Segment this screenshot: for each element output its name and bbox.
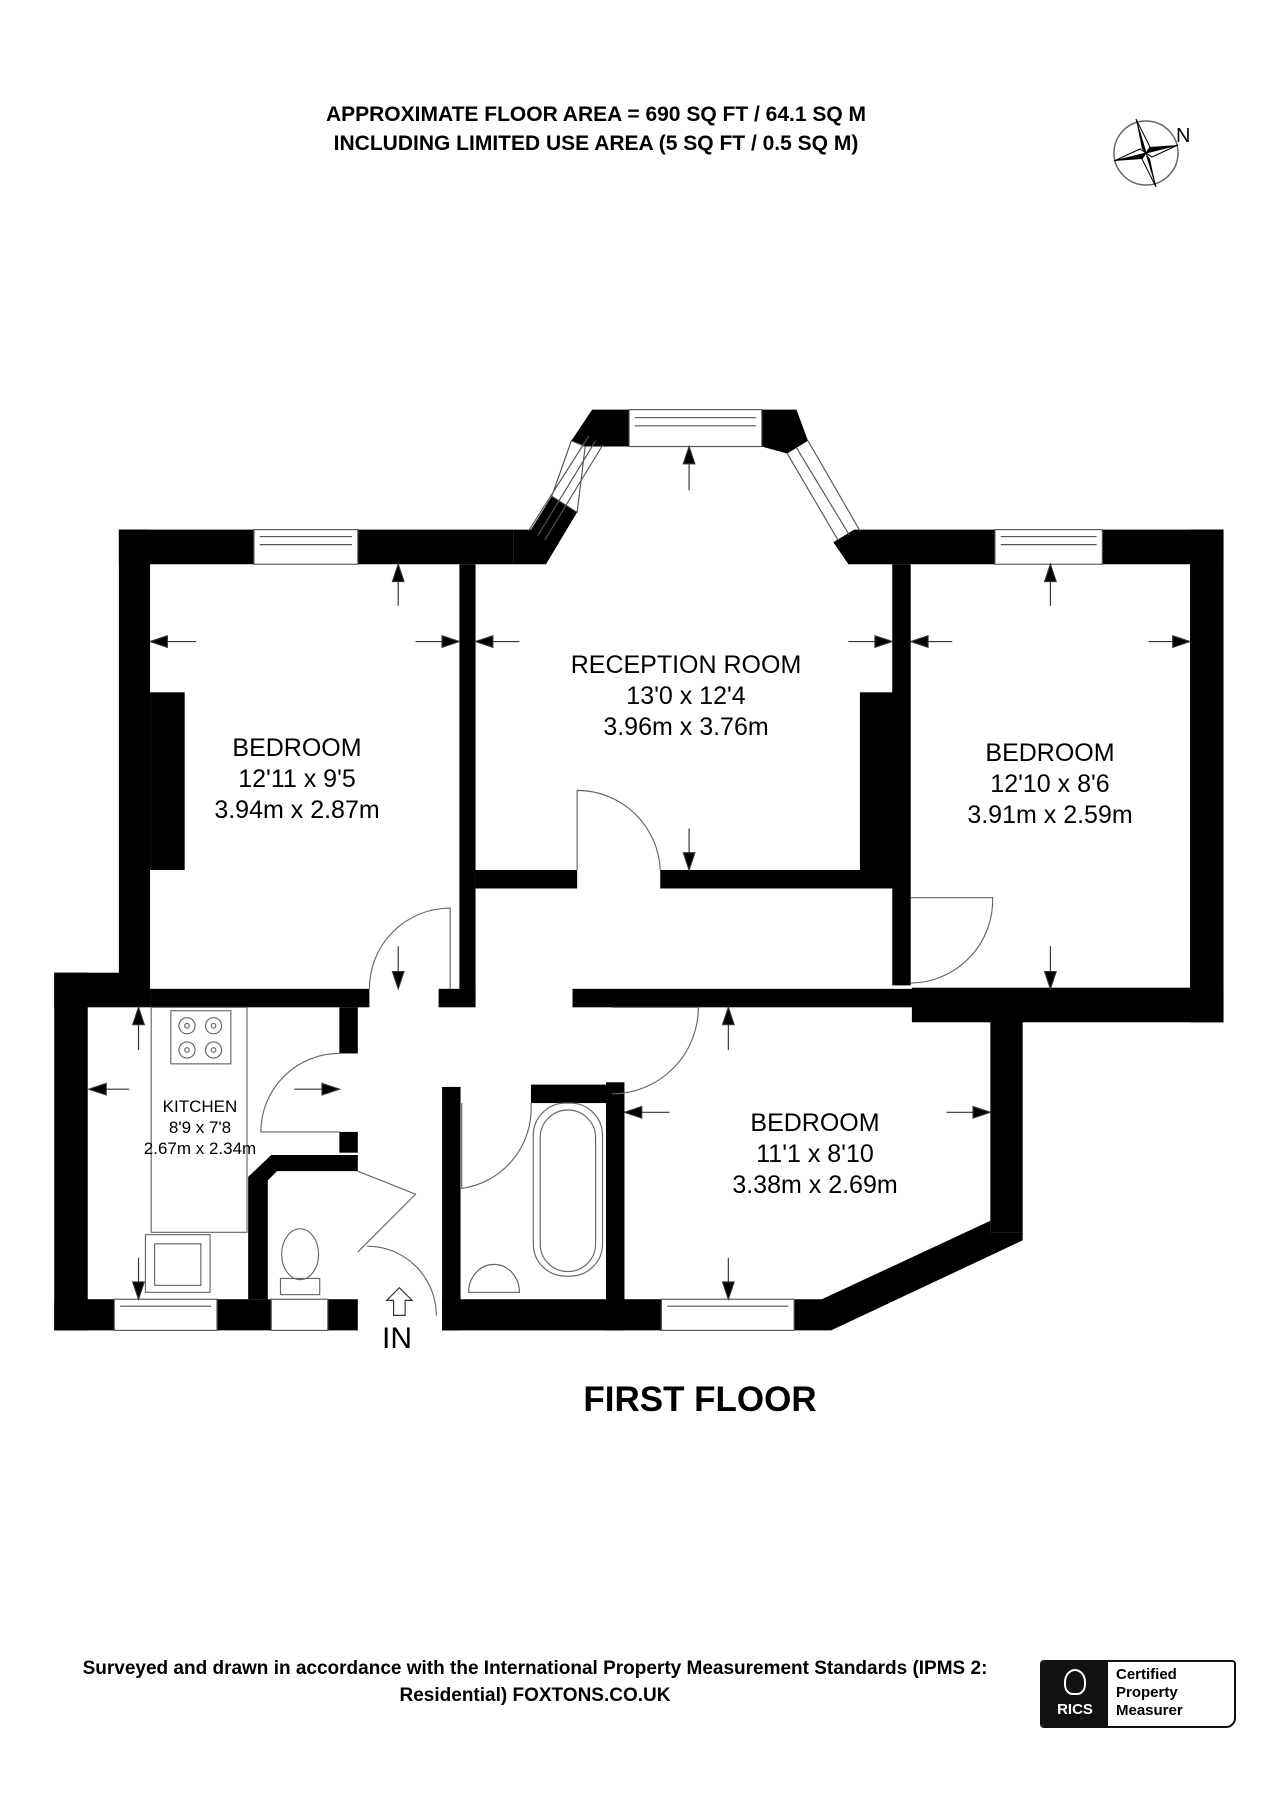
windows bbox=[113, 409, 1103, 1331]
entrance-arrow-icon bbox=[385, 1286, 414, 1316]
room-size-metric: 3.91m x 2.59m bbox=[967, 801, 1133, 829]
badge-line-1: Certified bbox=[1116, 1666, 1177, 1683]
dimension-arrows bbox=[87, 444, 1192, 1302]
room-size-imperial: 11'1 x 8'10 bbox=[756, 1140, 874, 1168]
room-name: BEDROOM bbox=[750, 1109, 880, 1137]
entrance-label: IN bbox=[382, 1322, 412, 1355]
floor-title: FIRST FLOOR bbox=[583, 1380, 817, 1419]
rics-org-label: RICS bbox=[1057, 1701, 1093, 1718]
fixtures bbox=[144, 1006, 604, 1296]
room-label-bedroom-3: BEDROOM 11'1 x 8'10 3.38m x 2.69m bbox=[732, 1108, 897, 1201]
badge-line-2: Property bbox=[1116, 1684, 1178, 1701]
room-size-metric: 3.94m x 2.87m bbox=[214, 796, 380, 824]
room-name: BEDROOM bbox=[232, 734, 362, 762]
rics-logo: RICS bbox=[1042, 1662, 1108, 1726]
rics-certified-badge: RICS Certified Property Measurer bbox=[1040, 1660, 1236, 1728]
room-size-metric: 3.96m x 3.76m bbox=[603, 713, 769, 741]
lion-icon bbox=[1064, 1669, 1086, 1695]
room-size-imperial: 12'11 x 9'5 bbox=[238, 765, 356, 793]
room-name: RECEPTION ROOM bbox=[570, 651, 802, 679]
north-label: N bbox=[1176, 125, 1191, 147]
room-size-metric: 3.38m x 2.69m bbox=[732, 1171, 898, 1199]
door-swings bbox=[260, 789, 994, 1316]
room-name: KITCHEN bbox=[162, 1097, 238, 1116]
survey-footer-text: Surveyed and drawn in accordance with th… bbox=[82, 1658, 988, 1706]
limited-use-area-line: INCLUDING LIMITED USE AREA (5 SQ FT / 0.… bbox=[333, 132, 859, 155]
north-compass-icon bbox=[1113, 118, 1179, 188]
room-size-imperial: 13'0 x 12'4 bbox=[626, 682, 746, 710]
room-label-bedroom-2: BEDROOM 12'10 x 8'6 3.91m x 2.59m bbox=[967, 738, 1132, 831]
room-size-imperial: 8'9 x 7'8 bbox=[168, 1118, 232, 1137]
room-name: BEDROOM bbox=[985, 739, 1115, 767]
room-label-kitchen: KITCHEN 8'9 x 7'8 2.67m x 2.34m bbox=[144, 1096, 256, 1159]
room-label-bedroom-1: BEDROOM 12'11 x 9'5 3.94m x 2.87m bbox=[214, 733, 379, 826]
floor-area-line: APPROXIMATE FLOOR AREA = 690 SQ FT / 64.… bbox=[325, 103, 867, 126]
badge-text: Certified Property Measurer bbox=[1108, 1662, 1234, 1726]
walls bbox=[54, 409, 1224, 1331]
room-label-reception: RECEPTION ROOM 13'0 x 12'4 3.96m x 3.76m bbox=[571, 650, 802, 743]
room-size-imperial: 12'10 x 8'6 bbox=[990, 770, 1110, 798]
badge-line-3: Measurer bbox=[1116, 1702, 1183, 1719]
room-size-metric: 2.67m x 2.34m bbox=[143, 1139, 257, 1158]
floor-area-header: APPROXIMATE FLOOR AREA = 690 SQ FT / 64.… bbox=[0, 100, 1272, 158]
